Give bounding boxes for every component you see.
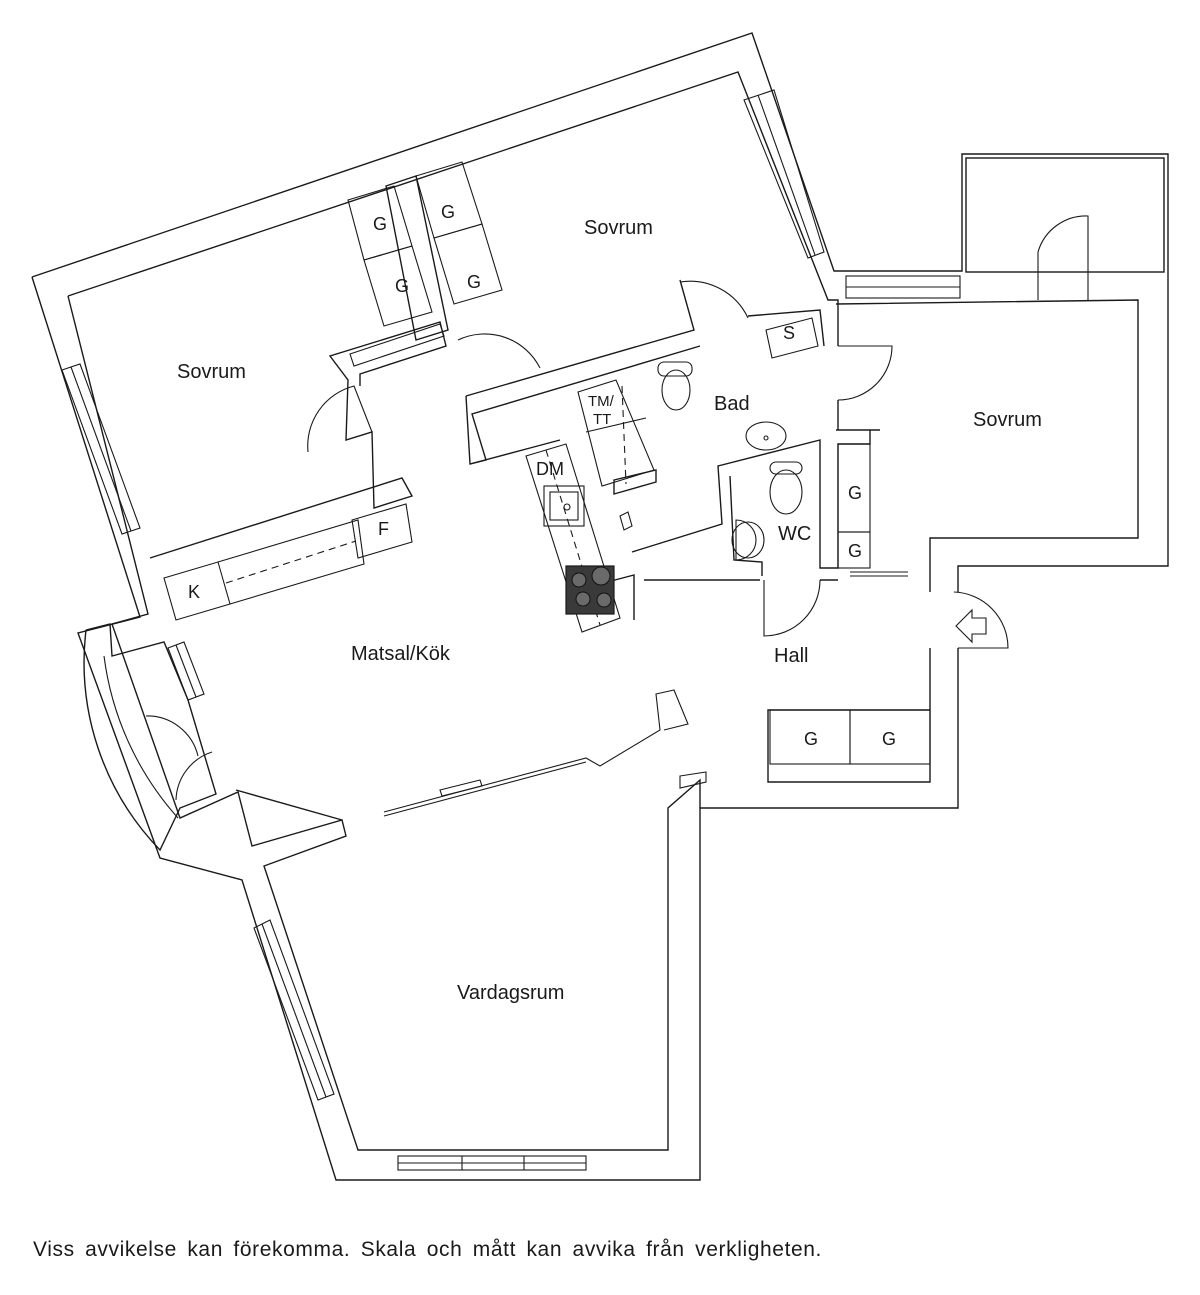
room-label-sovrum-top-left: Sovrum — [177, 361, 246, 383]
window-west — [61, 363, 141, 535]
entrance-arrow-icon — [955, 608, 987, 644]
interior-walls — [149, 175, 880, 821]
label-g-1: G — [373, 214, 387, 234]
label-g-6: G — [848, 541, 862, 561]
label-g-4: G — [467, 272, 481, 292]
room-label-sovrum-top-center: Sovrum — [584, 217, 653, 239]
room-label-wc: WC — [778, 523, 811, 545]
wc-toilet-icon — [769, 469, 803, 515]
sink-icon — [745, 421, 787, 451]
outer-walls — [31, 32, 1169, 1181]
room-label-matsal-kok: Matsal/Kök — [351, 643, 451, 665]
label-dm: DM — [536, 459, 564, 479]
room-label-sovrum-right: Sovrum — [973, 409, 1042, 431]
window-living-south — [397, 1155, 587, 1171]
doors — [83, 215, 1089, 852]
fixtures — [163, 161, 931, 817]
label-f: F — [378, 519, 389, 539]
label-tm: TM/ — [588, 393, 615, 410]
label-g-8: G — [882, 729, 896, 749]
room-label-vardagsrum: Vardagsrum — [457, 982, 564, 1004]
room-label-bad: Bad — [714, 393, 750, 415]
window-living-west — [253, 919, 335, 1101]
wc-sink-icon — [735, 519, 757, 561]
window-north-mid — [349, 323, 445, 367]
windows — [61, 89, 961, 1171]
label-g-7: G — [804, 729, 818, 749]
disclaimer-text: Viss avvikelse kan förekomma. Skala och … — [33, 1238, 822, 1261]
window-dining — [167, 641, 205, 701]
window-east — [845, 275, 961, 299]
label-s: S — [783, 323, 795, 343]
window-balcony-door — [850, 571, 908, 577]
window-north-east — [743, 89, 825, 259]
room-label-hall: Hall — [774, 645, 808, 667]
label-k: K — [188, 582, 200, 602]
label-g-5: G — [848, 483, 862, 503]
labels: Sovrum Sovrum Sovrum Bad WC Matsal/Kök H… — [177, 202, 1042, 1004]
toilet-icon — [661, 369, 691, 411]
label-tt: TT — [593, 411, 611, 428]
label-g-2: G — [395, 276, 409, 296]
label-g-3: G — [441, 202, 455, 222]
